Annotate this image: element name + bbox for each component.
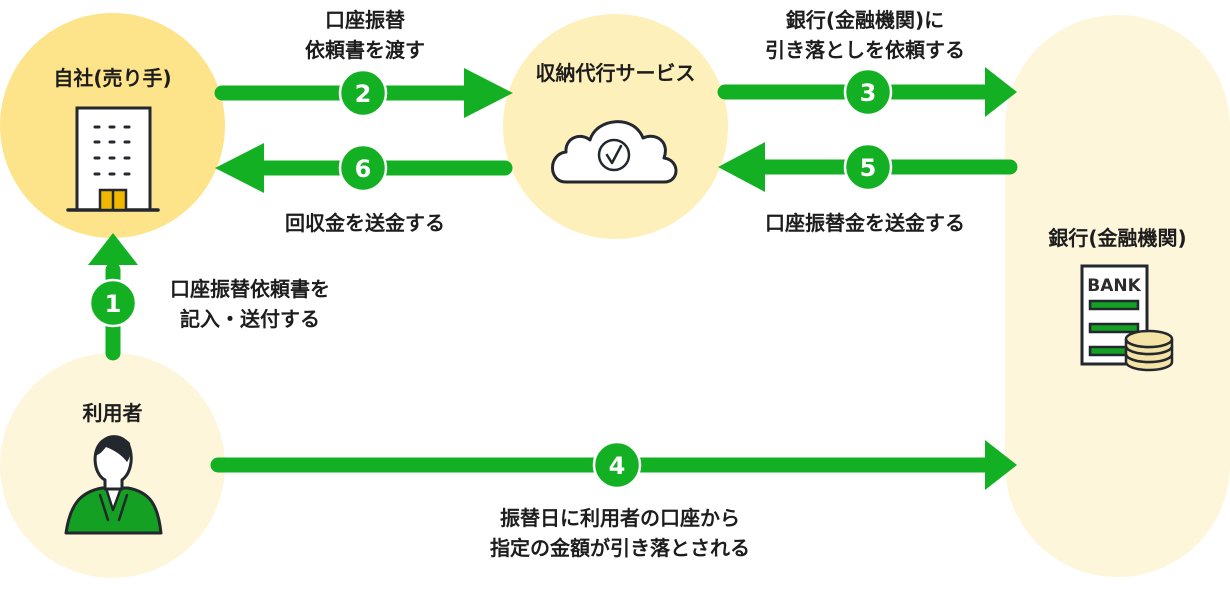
step-badge-6: 6 <box>338 143 388 193</box>
office-building-icon <box>66 106 160 212</box>
step-badge-1: 1 <box>88 278 138 328</box>
step-3-text: 銀行(金融機関)に 引き落としを依頼する <box>740 5 990 65</box>
step-5-text: 口座振替金を送金する <box>735 208 995 238</box>
company-label: 自社(売り手) <box>53 66 172 90</box>
step-badge-6-number: 6 <box>355 155 372 183</box>
step-badge-1-number: 1 <box>105 290 122 318</box>
bank-document-coins-icon: BANK <box>1080 264 1174 372</box>
step-1-line-1: 口座振替依頼書を <box>170 277 330 301</box>
step-3-line-1: 銀行(金融機関)に <box>785 8 945 32</box>
step-badge-3: 3 <box>843 67 893 117</box>
bank-icon-text: BANK <box>1087 276 1141 296</box>
step-1-text: 口座振替依頼書を 記入・送付する <box>145 274 355 334</box>
step-1-line-2: 記入・送付する <box>180 307 320 331</box>
step-2-text: 口座振替 依頼書を渡す <box>260 5 470 65</box>
step-5-line-1: 口座振替金を送金する <box>765 211 965 235</box>
cloud-check-icon <box>551 120 678 184</box>
step-2-line-1: 口座振替 <box>325 8 405 32</box>
step-badge-3-number: 3 <box>860 79 877 107</box>
step-4-text: 振替日に利用者の口座から 指定の金額が引き落とされる <box>440 503 800 563</box>
step-badge-4-number: 4 <box>609 452 626 480</box>
step-badge-2-number: 2 <box>355 80 372 108</box>
step-badge-5: 5 <box>843 142 893 192</box>
step-badge-4: 4 <box>592 440 642 490</box>
step-badge-2: 2 <box>338 68 388 118</box>
coin-stack-icon <box>1124 329 1174 372</box>
step-4-line-1: 振替日に利用者の口座から <box>500 506 740 530</box>
user-label: 利用者 <box>82 401 143 425</box>
person-in-suit-icon <box>64 435 163 535</box>
step-badge-5-number: 5 <box>860 154 877 182</box>
step-6-text: 回収金を送金する <box>240 208 490 238</box>
service-label: 収納代行サービス <box>535 61 696 85</box>
bank-label: 銀行(金融機関) <box>1048 226 1187 250</box>
step-3-line-2: 引き落としを依頼する <box>765 38 965 62</box>
step-2-line-2: 依頼書を渡す <box>305 38 425 62</box>
step-4-line-2: 指定の金額が引き落とされる <box>490 536 750 560</box>
step-6-line-1: 回収金を送金する <box>285 211 445 235</box>
